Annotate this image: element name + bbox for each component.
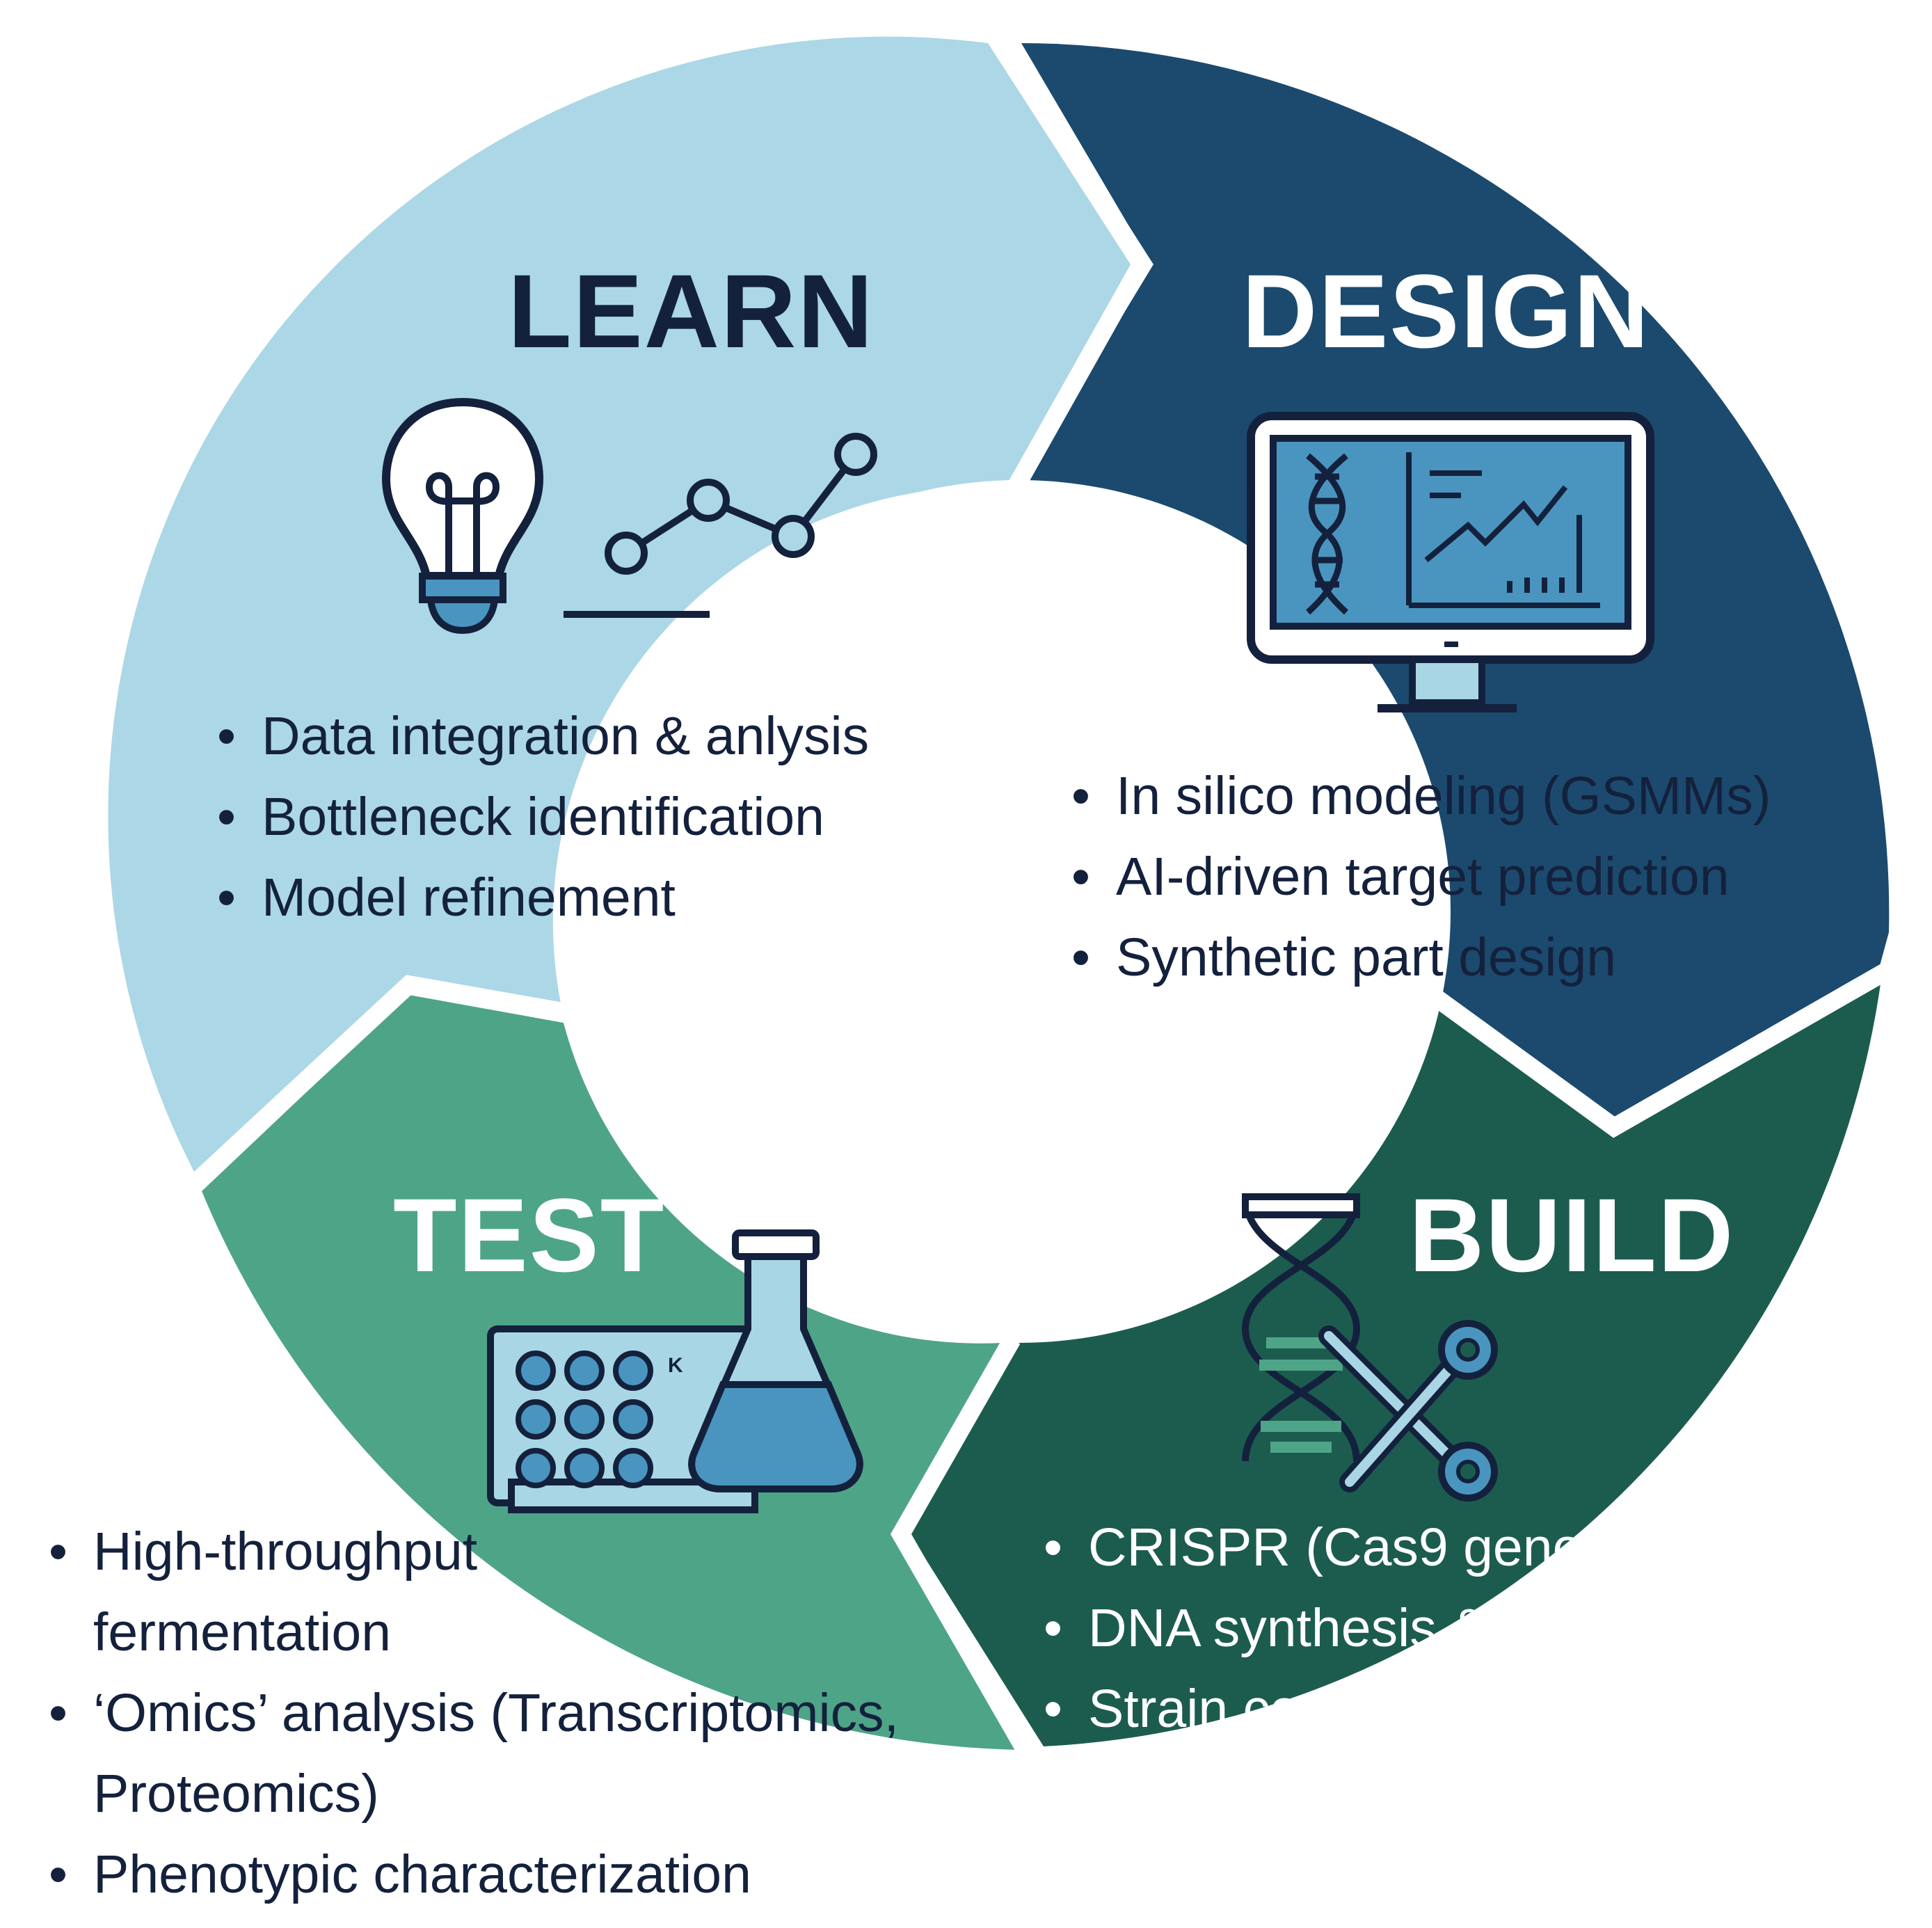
design-bullets: In silico modeling (GSMMs) AI-driven tar… [1071,756,1771,998]
test-bullets: High-throughput fermentation ‘Omics’ ana… [49,1511,953,1915]
separator [891,1335,1041,1769]
well-plate-icon [487,1325,758,1513]
chart-icon [1406,452,1600,608]
scissors-icon [1318,1320,1498,1501]
list-item: Synthetic part design [1071,917,1771,998]
list-item: CRISPR (Cas9 genome editing [1044,1507,1830,1588]
list-item: Bottleneck identification [217,776,869,857]
test-title: TEST [393,1177,666,1293]
list-item: Data integration & anlysis [217,696,869,776]
computer-monitor-icon [1247,412,1654,712]
learn-title: LEARN [508,253,875,369]
list-item: Model refinement [217,857,869,938]
list-item: Strain construction [1044,1668,1830,1749]
flask-icon [688,1229,863,1492]
list-item: In silico modeling (GSMMs) [1071,756,1771,836]
separator [1417,955,1904,1138]
learn-bullets: Data integration & anlysis Bottleneck id… [217,696,869,938]
list-item: ‘Omics’ analysis (Transcriptomics, Prote… [49,1673,956,1834]
build-title: BUILD [1409,1177,1735,1293]
separator [993,23,1151,492]
dna-helix-icon [1241,1193,1361,1462]
line-graph-icon [564,433,877,618]
list-item: High-throughput fermentation [49,1511,594,1673]
list-item: AI-driven target prediction [1071,836,1771,917]
design-title: DESIGN [1242,253,1651,369]
lightbulb-icon [381,397,544,635]
build-bullets: CRISPR (Cas9 genome editing DNA synthesi… [1044,1507,1830,1749]
plate-mark: K [668,1354,683,1377]
separator [182,975,569,1197]
list-item: DNA synthesis & assembly [1044,1588,1830,1668]
list-item: Phenotypic characterization [49,1834,953,1915]
dna-icon [1305,453,1349,615]
